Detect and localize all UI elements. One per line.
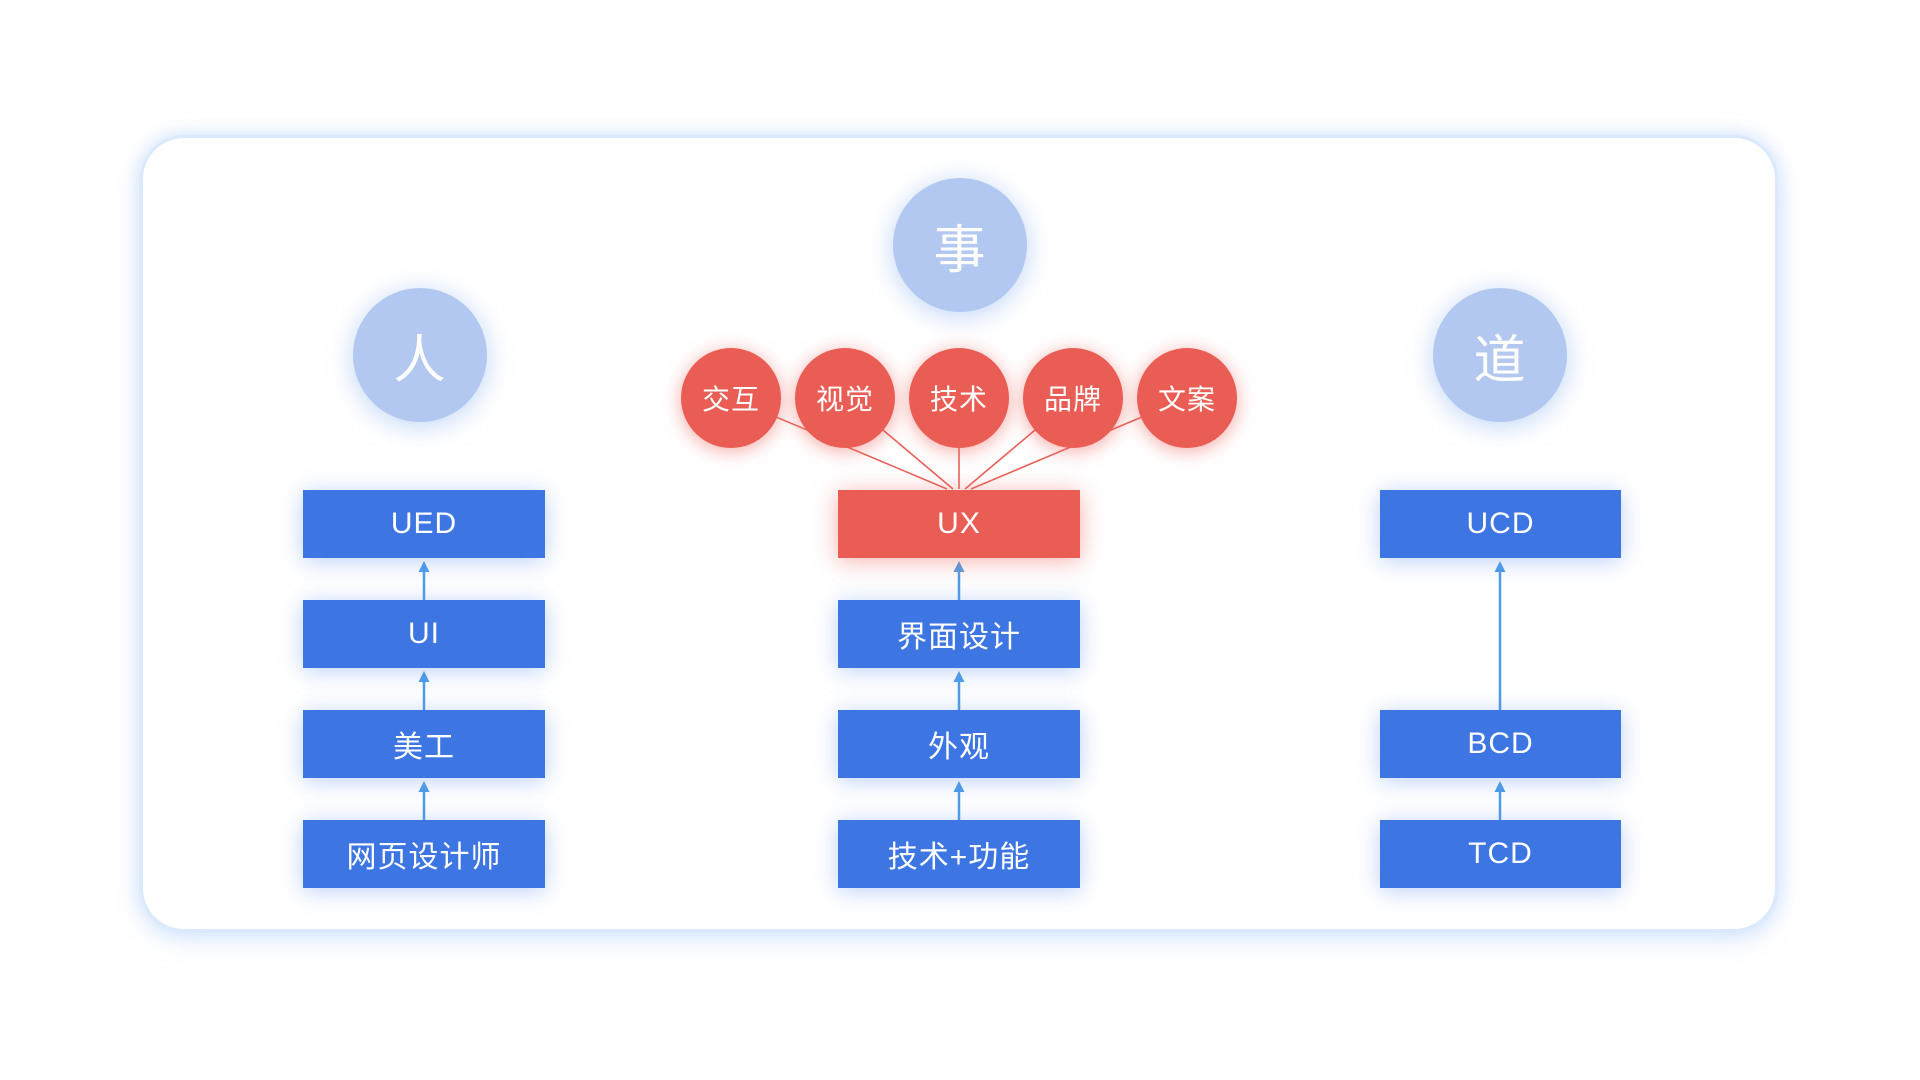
factor-visual-label: 视觉 [815,384,874,415]
node-tcd-label: TCD [1468,837,1533,870]
node-appearance: 外观 [838,710,1080,778]
node-artist: 美工 [303,710,545,778]
factor-circle-copywriting: 文案 [1137,348,1237,448]
factor-circle-visual: 视觉 [795,348,895,448]
node-interface-design-label: 界面设计 [897,621,1021,654]
node-tech-function: 技术+功能 [838,820,1080,888]
node-bcd: BCD [1380,710,1621,778]
way-circle-label: 道 [1473,331,1527,390]
factor-copywriting-label: 文案 [1157,384,1216,415]
node-web-designer-label: 网页设计师 [346,841,502,874]
node-bcd-label: BCD [1467,727,1534,760]
node-ui-label: UI [408,617,440,650]
node-ux: UX [838,490,1080,558]
people-circle: 人 [353,288,487,422]
node-ucd-label: UCD [1466,507,1535,540]
factor-circle-technology: 技术 [909,348,1009,448]
factor-brand-label: 品牌 [1043,384,1102,415]
node-tech-function-label: 技术+功能 [887,841,1031,874]
factor-circle-brand: 品牌 [1023,348,1123,448]
factor-circle-interaction: 交互 [681,348,781,448]
things-circle-label: 事 [933,221,987,280]
node-ui: UI [303,600,545,668]
node-ucd: UCD [1380,490,1621,558]
way-circle: 道 [1433,288,1567,422]
factor-technology-label: 技术 [929,384,988,415]
things-circle: 事 [893,178,1027,312]
node-tcd: TCD [1380,820,1621,888]
people-circle-label: 人 [393,331,447,390]
node-appearance-label: 外观 [928,731,990,764]
factor-interaction-label: 交互 [701,384,760,415]
node-ued-label: UED [390,507,458,540]
node-artist-label: 美工 [393,731,455,764]
node-interface-design: 界面设计 [838,600,1080,668]
node-ux-label: UX [937,507,981,540]
node-ued: UED [303,490,545,558]
node-web-designer: 网页设计师 [303,820,545,888]
